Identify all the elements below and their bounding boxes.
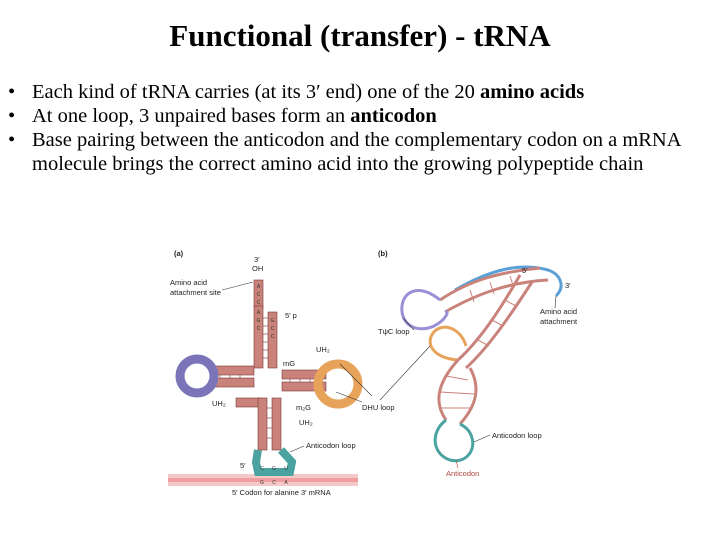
svg-text:C: C — [257, 292, 261, 298]
codon-caption: 5′ Codon for alanine 3′ mRNA — [232, 488, 331, 497]
bold-term-amino-acids: amino acids — [479, 81, 585, 103]
dhu-loop-a — [313, 359, 363, 409]
anticodon-loop-label-b: Anticodon loop — [492, 431, 542, 440]
anticodon-loop-a — [251, 447, 297, 476]
five-prime-label-b: 5′ — [522, 266, 528, 275]
three-prime-label: 3′ — [254, 255, 260, 264]
dhu-stem-top — [281, 369, 327, 380]
amino-acid-attachment-label-1: Amino acid — [540, 307, 577, 316]
anticodon-rungs-b — [439, 375, 475, 409]
leader-dhu-c — [339, 363, 373, 397]
leader-dhu-a — [335, 391, 363, 403]
amino-acid-site-label-1: Amino acid — [170, 278, 207, 287]
svg-text:A: A — [257, 284, 261, 290]
codon-letters: G C A C G U — [260, 466, 288, 486]
leader-anticodon-a — [289, 445, 305, 453]
svg-text:C: C — [272, 480, 276, 486]
anticodon-helix-b — [437, 358, 478, 426]
acceptor-stem-left — [253, 305, 264, 369]
bold-term-anticodon: anticodon — [350, 105, 437, 127]
svg-text:G: G — [272, 466, 276, 472]
leader-anticodon-c — [455, 459, 459, 469]
helix-rungs-b — [469, 275, 517, 347]
bullet-list: •Each kind of tRNA carries (at its 3′ en… — [8, 80, 716, 176]
svg-text:C: C — [257, 300, 261, 306]
uh2-lower-label: UH₂ — [299, 418, 313, 427]
svg-text:G: G — [260, 480, 264, 486]
acceptor-arm-b — [454, 265, 563, 298]
svg-text:U: U — [284, 466, 288, 472]
slide-title: Functional (transfer) - tRNA — [169, 18, 551, 53]
bullet-item-2: •At one loop, 3 unpaired bases form an a… — [8, 105, 437, 127]
anticodon-loop-label-a: Anticodon loop — [306, 441, 356, 450]
bullet-item-1: •Each kind of tRNA carries (at its 3′ en… — [8, 81, 585, 103]
svg-text:C: C — [260, 466, 264, 472]
base-pair-ticks — [219, 317, 311, 439]
svg-text:G: G — [257, 318, 261, 324]
svg-text:C: C — [257, 326, 261, 332]
cloverleaf-diagram: G C A C G U A C C A G C G C C (a) 3′ OH … — [168, 249, 363, 497]
anticodon-label-b: Anticodon — [446, 469, 479, 478]
svg-text:A: A — [284, 480, 288, 486]
m2g-label: m₂G — [296, 403, 311, 412]
tpsic-loop-label: TψC loop — [378, 327, 410, 336]
three-prime-label-b: 3′ — [565, 281, 571, 290]
panel-b-label: (b) — [378, 249, 388, 258]
acceptor-stem-right — [267, 311, 278, 369]
tpsic-loop-b — [400, 289, 449, 331]
anticodon-stem-right — [271, 397, 282, 451]
l-shape-diagram: (b) 5′ 3′ TψC loop Amino acid attachment — [335, 249, 578, 478]
acceptor-letters: A C C A G C G C C — [257, 284, 275, 340]
amino-acid-attachment-label-2: attachment — [540, 317, 578, 326]
uh2-left-label: UH₂ — [212, 399, 226, 408]
uh2-right-label: UH₂ — [316, 345, 330, 354]
five-prime-p-label: 5′ p — [285, 311, 297, 320]
five-prime-label-a: 5′ — [240, 461, 246, 470]
svg-text:G: G — [271, 318, 275, 324]
leader-attachment — [554, 295, 557, 309]
dhu-stem-bottom — [281, 381, 327, 392]
svg-text:A: A — [257, 310, 261, 316]
dhu-loop-b — [428, 325, 468, 362]
bullet-item-3: •Base pairing between the anticodon and … — [8, 129, 681, 175]
bullet-dot: • — [8, 81, 16, 103]
anticodon-stem-left — [257, 397, 268, 451]
panel-a-label: (a) — [174, 249, 184, 258]
bullet-dot: • — [8, 129, 16, 151]
leader-dhu-b — [379, 345, 431, 401]
tpsic-loop-a — [175, 354, 219, 398]
leader-tpsic — [402, 317, 415, 331]
mg-label: mG — [283, 359, 295, 368]
amino-acid-site-label-2: attachment site — [170, 288, 221, 297]
acceptor-helix-b — [439, 266, 549, 314]
anticodon-loop-b — [433, 418, 475, 463]
leader-amino-site — [221, 281, 254, 291]
svg-text:C: C — [271, 334, 275, 340]
mrna-band-core — [168, 478, 358, 482]
svg-text:C: C — [271, 326, 275, 332]
bullet-dot: • — [8, 105, 16, 127]
dhu-loop-label: DHU loop — [362, 403, 395, 412]
leader-anticodon-b — [473, 434, 491, 443]
oh-label: OH — [252, 264, 263, 273]
